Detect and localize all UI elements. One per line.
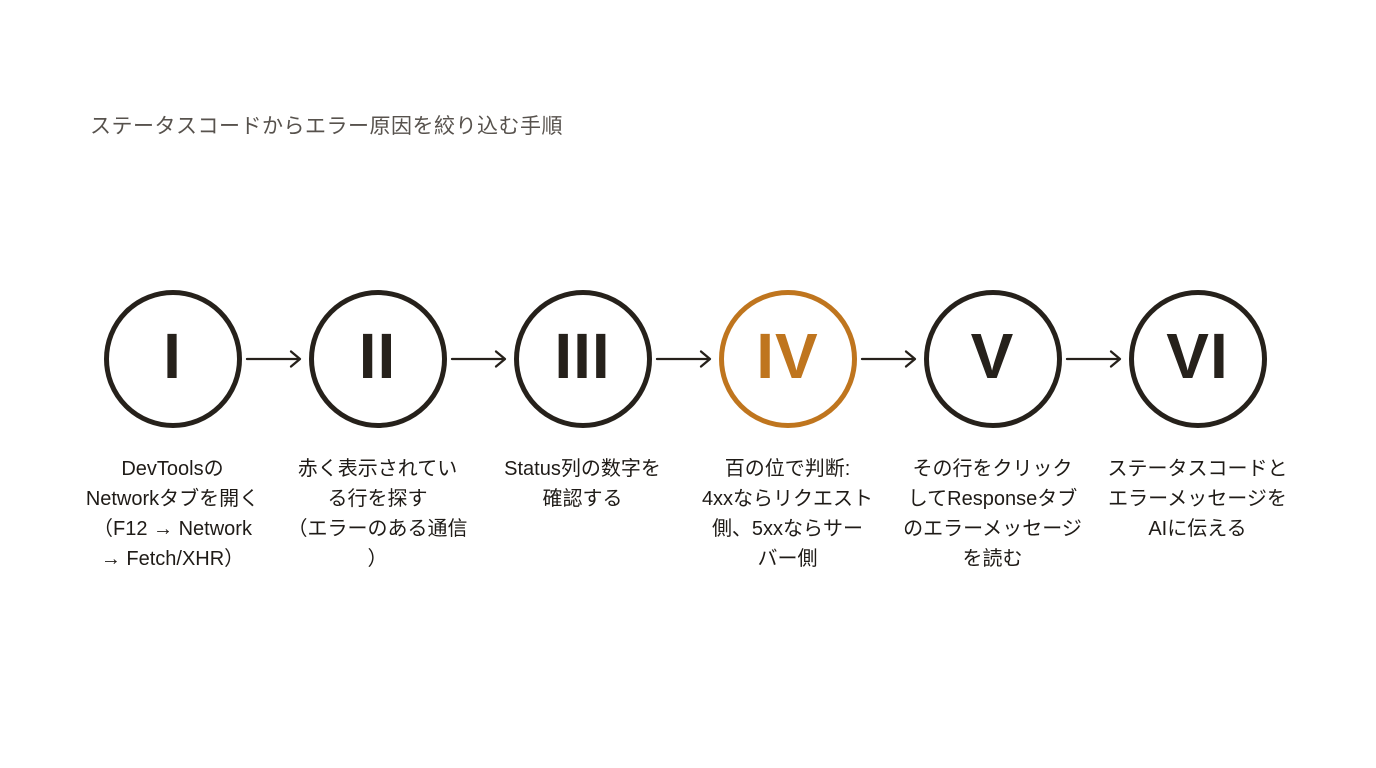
step-4-numeral: IV [756, 320, 819, 392]
caption-line: バー側 [757, 548, 818, 570]
step-2-caption: 赤く表示されてい る行を探す （エラーのある通信 ） [278, 454, 478, 574]
step-6-caption: ステータスコードと エラーメッセージを AIに伝える [1098, 454, 1298, 544]
arrow-right-icon [450, 350, 507, 368]
caption-line: してResponseタブ [907, 488, 1078, 510]
step-2-circle: II [308, 290, 447, 428]
step-3-caption: Status列の数字を 確認する [483, 454, 683, 514]
process-flow-diagram: I DevToolsの Networkタブを開く （F12 → Network … [70, 290, 1300, 574]
step-3-circle: III [513, 290, 652, 428]
caption-line: Networkタブを開く [85, 488, 260, 510]
caption-line: 確認する [542, 488, 623, 510]
caption-line: ） [367, 548, 388, 570]
step-1: I DevToolsの Networkタブを開く （F12 → Network … [70, 290, 275, 574]
caption-line: エラーメッセージを [1108, 488, 1287, 510]
caption-line: 4xxならリクエスト [701, 488, 874, 510]
step-1-caption: DevToolsの Networkタブを開く （F12 → Network → … [73, 454, 273, 574]
arrow-right-icon [860, 350, 917, 368]
step-6-numeral: VI [1166, 320, 1229, 392]
caption-line: AIに伝える [1148, 518, 1247, 540]
caption-line: （F12 → Network [93, 518, 252, 540]
step-2-numeral: II [358, 320, 397, 392]
step-5-numeral: V [970, 320, 1015, 392]
caption-line: DevToolsの [121, 458, 224, 480]
step-2: II 赤く表示されてい る行を探す （エラーのある通信 ） [275, 290, 480, 574]
step-6-circle: VI [1128, 290, 1267, 428]
step-4: IV 百の位で判断: 4xxならリクエスト 側、5xxならサー バー側 [685, 290, 890, 574]
arrow-right-icon [655, 350, 712, 368]
caption-line: → Fetch/XHR） [100, 548, 245, 570]
arrow-right-icon [245, 350, 302, 368]
step-5-circle: V [923, 290, 1062, 428]
step-1-numeral: I [163, 320, 182, 392]
caption-line: 赤く表示されてい [297, 458, 458, 480]
step-1-circle: I [103, 290, 242, 428]
page-title: ステータスコードからエラー原因を絞り込む手順 [90, 115, 563, 138]
caption-line: （エラーのある通信 [287, 518, 468, 540]
caption-line: 側、5xxならサー [711, 518, 864, 540]
caption-line: 百の位で判断: [724, 458, 851, 480]
caption-line: その行をクリック [912, 458, 1073, 480]
caption-line: Status列の数字を [504, 458, 661, 480]
step-4-caption: 百の位で判断: 4xxならリクエスト 側、5xxならサー バー側 [688, 454, 888, 574]
step-5: V その行をクリック してResponseタブ のエラーメッセージ を読む [890, 290, 1095, 574]
step-3-numeral: III [554, 320, 611, 392]
step-5-caption: その行をクリック してResponseタブ のエラーメッセージ を読む [893, 454, 1093, 574]
step-3: III Status列の数字を 確認する [480, 290, 685, 574]
arrow-right-icon [1065, 350, 1122, 368]
caption-line: のエラーメッセージ [903, 518, 1082, 540]
step-6: VI ステータスコードと エラーメッセージを AIに伝える [1095, 290, 1300, 574]
step-4-circle-highlighted: IV [718, 290, 857, 428]
caption-line: る行を探す [327, 488, 428, 510]
caption-line: を読む [962, 548, 1023, 570]
caption-line: ステータスコードと [1107, 458, 1288, 480]
